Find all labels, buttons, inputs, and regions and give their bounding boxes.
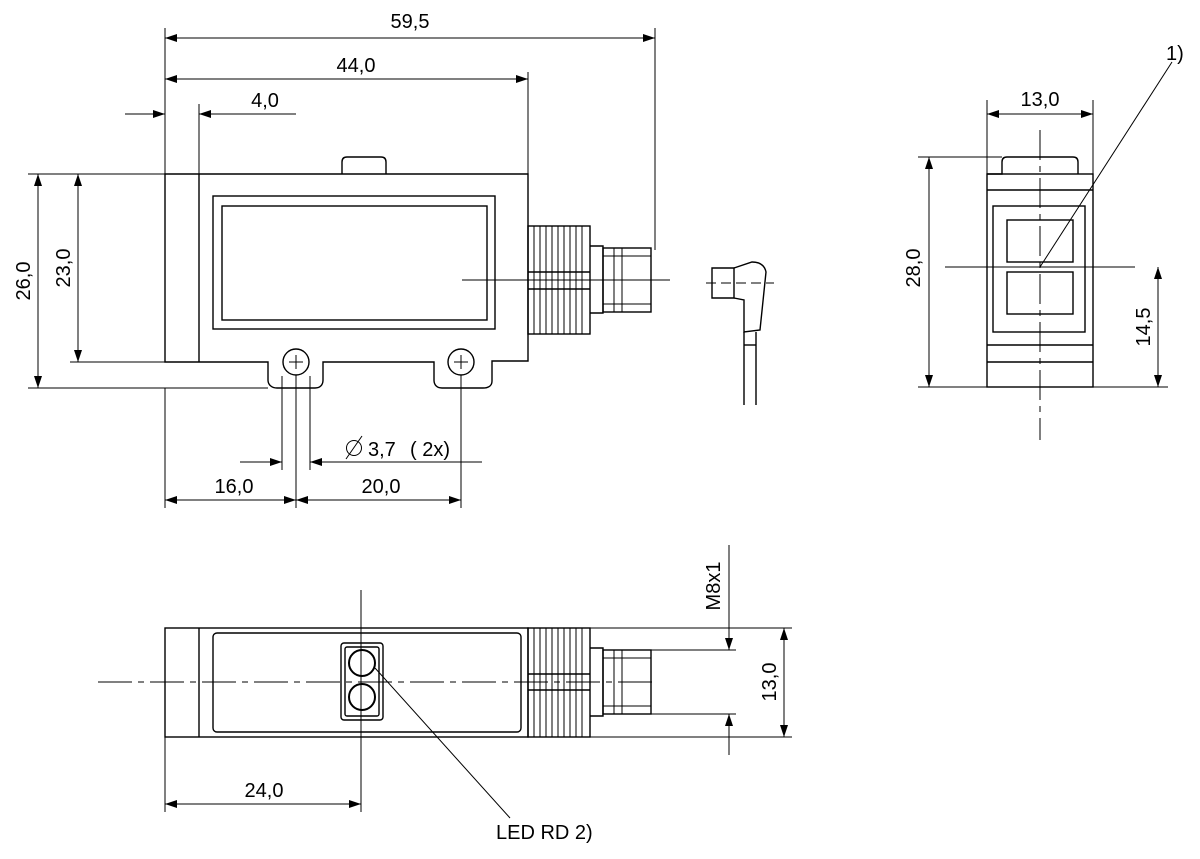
connector-nut	[527, 225, 591, 335]
led-lower	[348, 683, 376, 711]
side-view: 13,0 28,0 14,5 1)	[903, 43, 1184, 440]
dim-flange-width: 4,0	[251, 90, 279, 112]
bottom-connector-thread	[602, 649, 652, 715]
bottom-view: M8x1 13,0 24,0 LED RD 2)	[98, 545, 792, 844]
dim-hole-spacing: 20,0	[362, 476, 401, 498]
connector-knurl	[533, 226, 583, 334]
side-top-tab	[987, 156, 1079, 175]
front-view: 59,5 44,0 4,0 26,0 23,0 3,7 ( 2x) 16,0 2…	[13, 11, 670, 508]
callout-1-label: 1)	[1166, 43, 1184, 65]
front-window-outer	[212, 195, 496, 330]
dim-bottom-height: 13,0	[759, 663, 781, 702]
dim-overall-height: 26,0	[13, 262, 35, 301]
front-window-inner	[221, 205, 488, 321]
dim-led-offset: 24,0	[245, 780, 284, 802]
led-leader	[374, 667, 511, 819]
side-optic-frame	[992, 205, 1086, 333]
dim-optic-height: 14,5	[1133, 308, 1155, 347]
dim-hole-count: ( 2x)	[410, 439, 450, 461]
led-housing	[340, 642, 384, 721]
dim-hole-offset: 16,0	[215, 476, 254, 498]
connector-thread	[602, 247, 652, 313]
dim-connector-thread: M8x1	[703, 562, 725, 611]
callout-1-leader	[1039, 61, 1173, 268]
dim-housing-height: 23,0	[53, 249, 75, 288]
front-housing-outline	[164, 173, 529, 389]
dim-side-width: 13,0	[1021, 89, 1060, 111]
cable-connector	[706, 261, 774, 405]
front-top-tab	[341, 156, 387, 174]
dim-housing-length: 44,0	[337, 55, 376, 77]
dim-hole-diameter: 3,7	[368, 439, 396, 461]
diameter-symbol	[345, 435, 363, 460]
dim-side-height: 28,0	[903, 249, 925, 288]
led-label: LED RD 2)	[496, 822, 593, 844]
led-upper	[348, 649, 376, 677]
dim-overall-length: 59,5	[391, 11, 430, 33]
